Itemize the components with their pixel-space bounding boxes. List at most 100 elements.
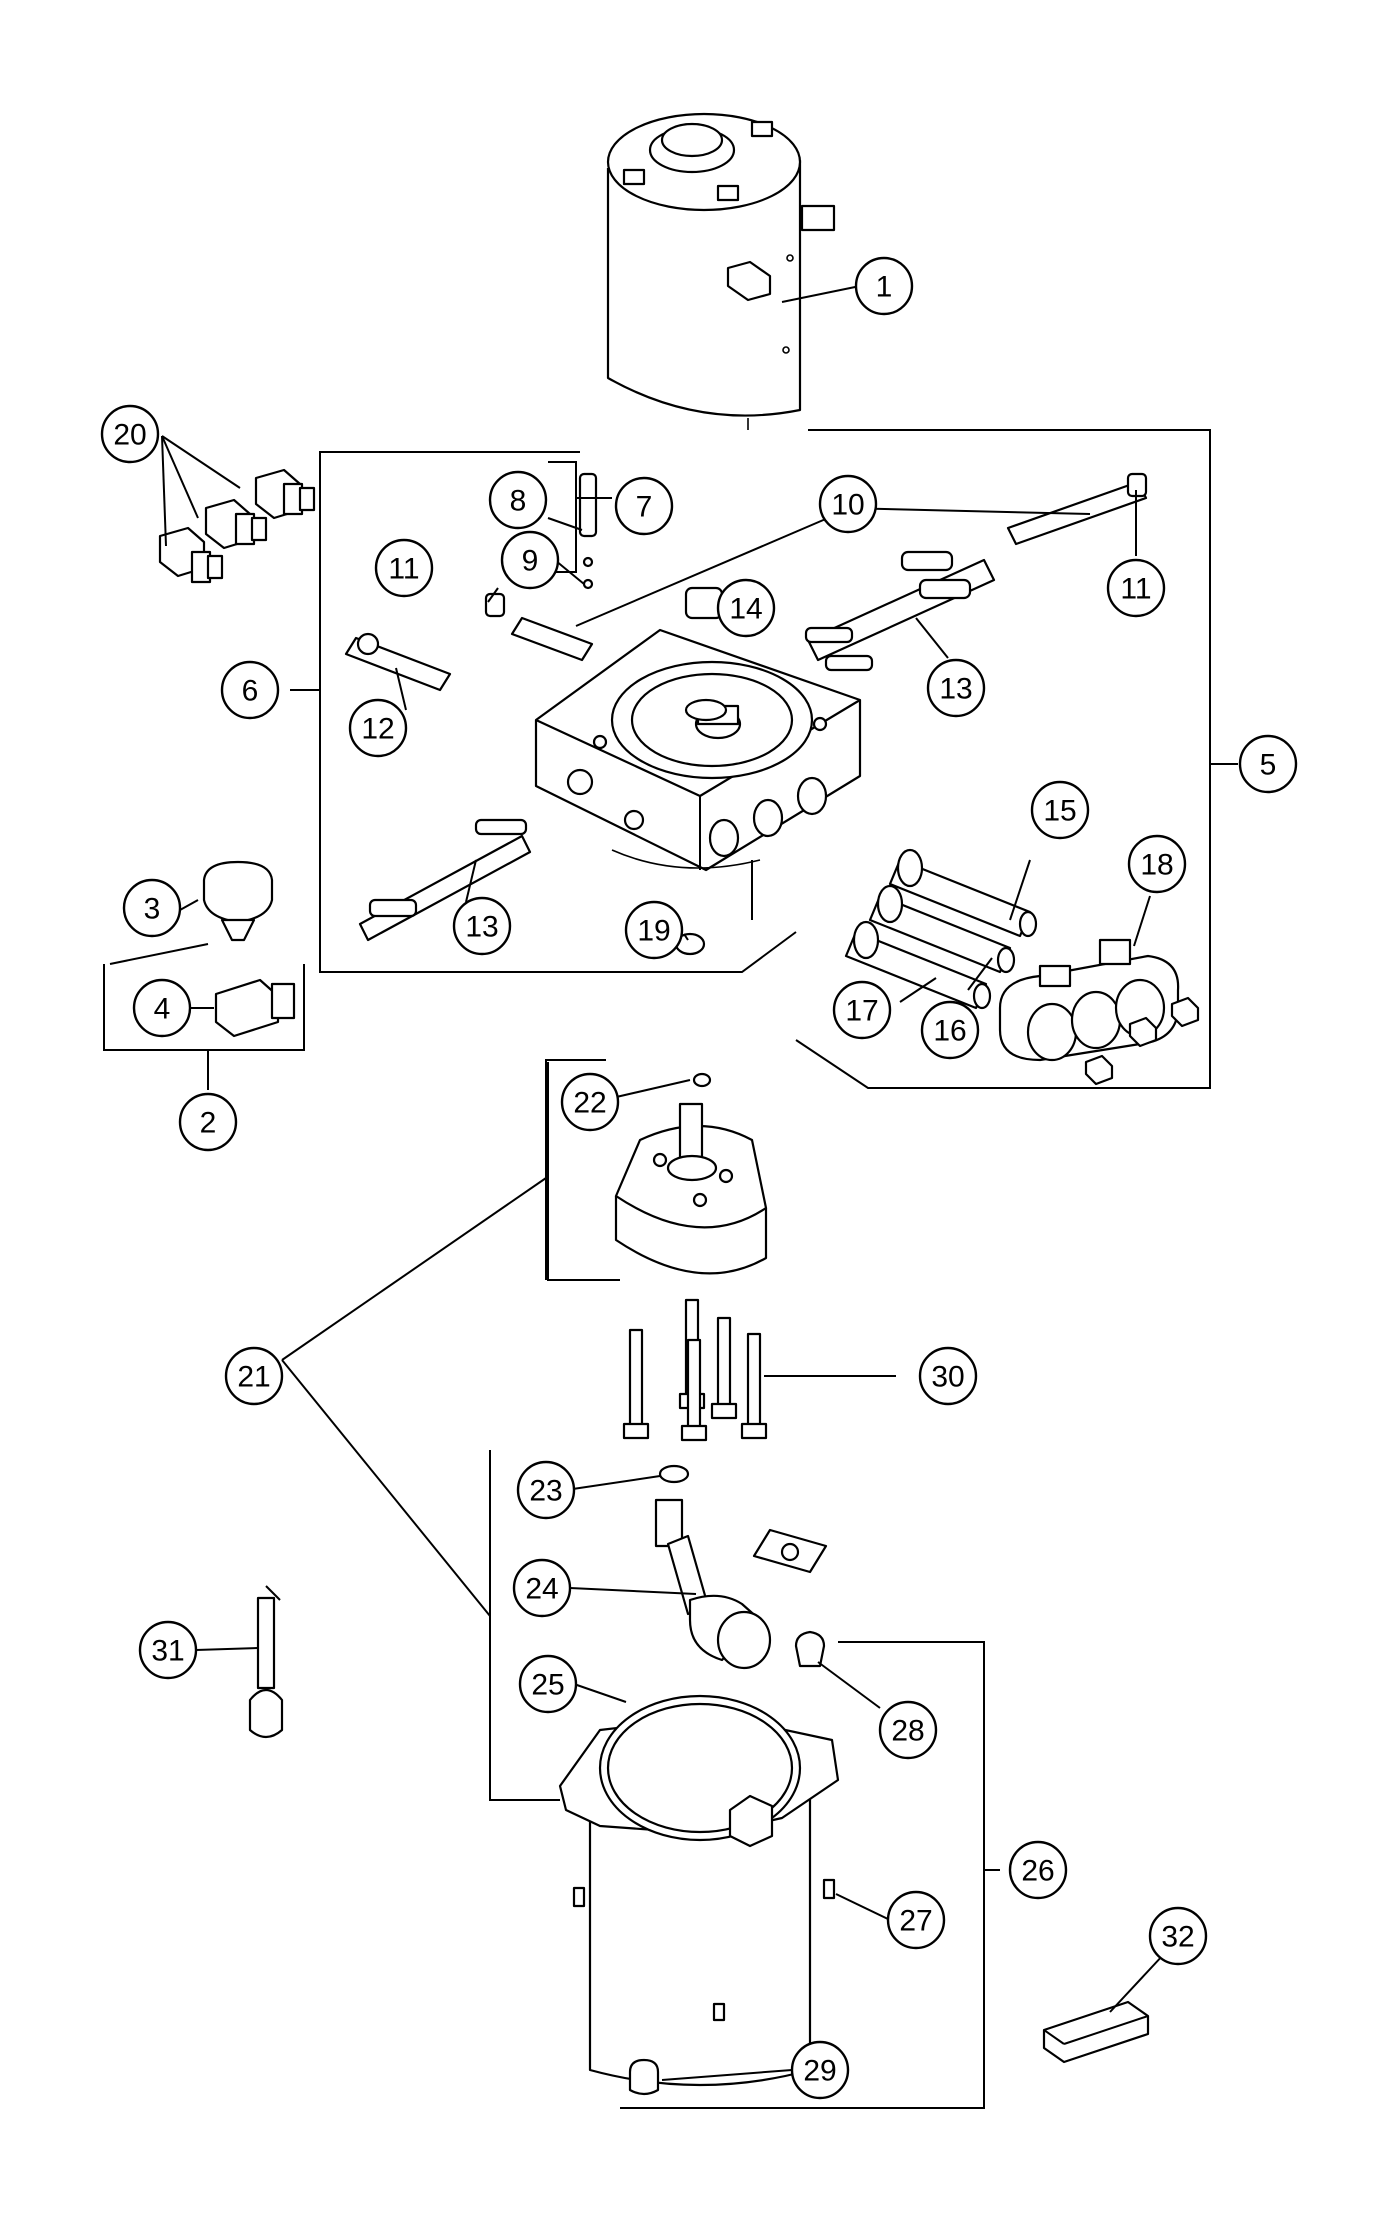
callout-2: 2 <box>178 1092 238 1152</box>
callout-circle <box>518 1654 578 1714</box>
callout-circle <box>614 476 674 536</box>
breather-cap-part-3 <box>202 860 274 942</box>
callout-17: 15 <box>1030 780 1090 840</box>
callout-label: 18 <box>1140 849 1173 882</box>
callout-label: 11 <box>1120 573 1151 606</box>
callout-label: 3 <box>144 893 161 926</box>
callout-label: 20 <box>113 419 146 452</box>
callout-label: 17 <box>845 995 878 1028</box>
callout-label: 30 <box>931 1361 964 1394</box>
bolts-part-30 <box>622 1298 768 1442</box>
callout-circle <box>560 1072 620 1132</box>
callout-16: 14 <box>716 578 776 638</box>
callout-circle <box>500 530 560 590</box>
callout-label: 6 <box>242 675 259 708</box>
callout-label: 5 <box>1260 749 1277 782</box>
callout-circle <box>1008 1840 1068 1900</box>
callout-circle <box>374 538 434 598</box>
elbow-fittings-part-20 <box>158 468 316 584</box>
callout-1: 1 <box>854 256 914 316</box>
callout-12: 11 <box>1106 558 1166 618</box>
callout-10: 10 <box>818 474 878 534</box>
callout-circle <box>1030 780 1090 840</box>
callout-circle <box>926 658 986 718</box>
callout-label: 25 <box>531 1669 564 1702</box>
callout-label: 27 <box>899 1905 932 1938</box>
callout-circle <box>918 1346 978 1406</box>
callout-23: 21 <box>224 1346 284 1406</box>
callout-label: 9 <box>522 545 539 578</box>
gear-pump-part-22 <box>614 1072 768 1275</box>
motor-part-1 <box>606 112 836 430</box>
dipstick-part-31 <box>248 1585 284 1739</box>
callout-circle <box>716 578 776 638</box>
callout-13: 12 <box>348 698 408 758</box>
callout-label: 28 <box>891 1715 924 1748</box>
callout-circle <box>624 900 684 960</box>
callout-label: 4 <box>154 993 171 1026</box>
callout-label: 32 <box>1161 1921 1194 1954</box>
elbow-adapter-part-4 <box>214 978 296 1038</box>
callout-34: 32 <box>1148 1906 1208 1966</box>
callout-label: 16 <box>933 1015 966 1048</box>
callout-label: 1 <box>876 271 893 304</box>
manifold-small-parts <box>344 472 1148 956</box>
callout-label: 31 <box>151 1635 184 1668</box>
solenoid-coils-part-18 <box>998 938 1200 1086</box>
callout-6: 6 <box>220 660 280 720</box>
callout-label: 21 <box>237 1361 270 1394</box>
callout-circle <box>886 1890 946 1950</box>
callout-label: 26 <box>1021 1855 1054 1888</box>
callout-33: 31 <box>138 1620 198 1680</box>
callout-label: 7 <box>636 491 653 524</box>
callout-21: 19 <box>624 900 684 960</box>
callout-5: 5 <box>1238 734 1298 794</box>
callout-26: 24 <box>512 1558 572 1618</box>
callout-circle <box>854 256 914 316</box>
reservoir-part-26 <box>558 1630 840 2096</box>
callout-label: 15 <box>1043 795 1076 828</box>
callout-label: 8 <box>510 485 527 518</box>
callout-circle <box>1238 734 1298 794</box>
block-part-32 <box>1042 2000 1150 2064</box>
callout-circle <box>1148 1906 1208 1966</box>
callout-circle <box>878 1700 938 1760</box>
callout-circle <box>512 1558 572 1618</box>
callout-19: 17 <box>832 980 892 1040</box>
callout-label: 13 <box>939 673 972 706</box>
callout-7: 7 <box>614 476 674 536</box>
callout-label: 13 <box>465 911 498 944</box>
callout-circle <box>1106 558 1166 618</box>
callout-circle <box>348 698 408 758</box>
callout-circle <box>488 470 548 530</box>
callout-bubbles: 1234567891011111213131415161718192021222… <box>100 256 1298 2100</box>
callout-25: 23 <box>516 1460 576 1520</box>
suction-filter-part-24 <box>654 1464 828 1670</box>
callout-circle <box>452 896 512 956</box>
callout-label: 11 <box>388 553 419 586</box>
callout-4: 4 <box>132 978 192 1038</box>
callout-label: 10 <box>831 489 864 522</box>
callout-circle <box>224 1346 284 1406</box>
callout-31: 29 <box>790 2040 850 2100</box>
callout-circle <box>790 2040 850 2100</box>
callout-22: 20 <box>100 404 160 464</box>
callout-label: 12 <box>361 713 394 746</box>
callout-20: 18 <box>1127 834 1187 894</box>
callout-18: 16 <box>920 1000 980 1060</box>
callout-label: 19 <box>637 915 670 948</box>
callout-label: 24 <box>525 1573 558 1606</box>
callout-circle <box>178 1092 238 1152</box>
callout-30: 28 <box>878 1700 938 1760</box>
callout-circle <box>132 978 192 1038</box>
valve-manifold-block <box>534 628 862 920</box>
callout-circle <box>516 1460 576 1520</box>
leader-lines <box>109 285 1238 2081</box>
callout-28: 26 <box>1008 1840 1068 1900</box>
callout-circle <box>100 404 160 464</box>
callout-label: 14 <box>729 593 762 626</box>
callout-27: 25 <box>518 1654 578 1714</box>
callout-8: 8 <box>488 470 548 530</box>
callout-circle <box>920 1000 980 1060</box>
callout-24: 22 <box>560 1072 620 1132</box>
